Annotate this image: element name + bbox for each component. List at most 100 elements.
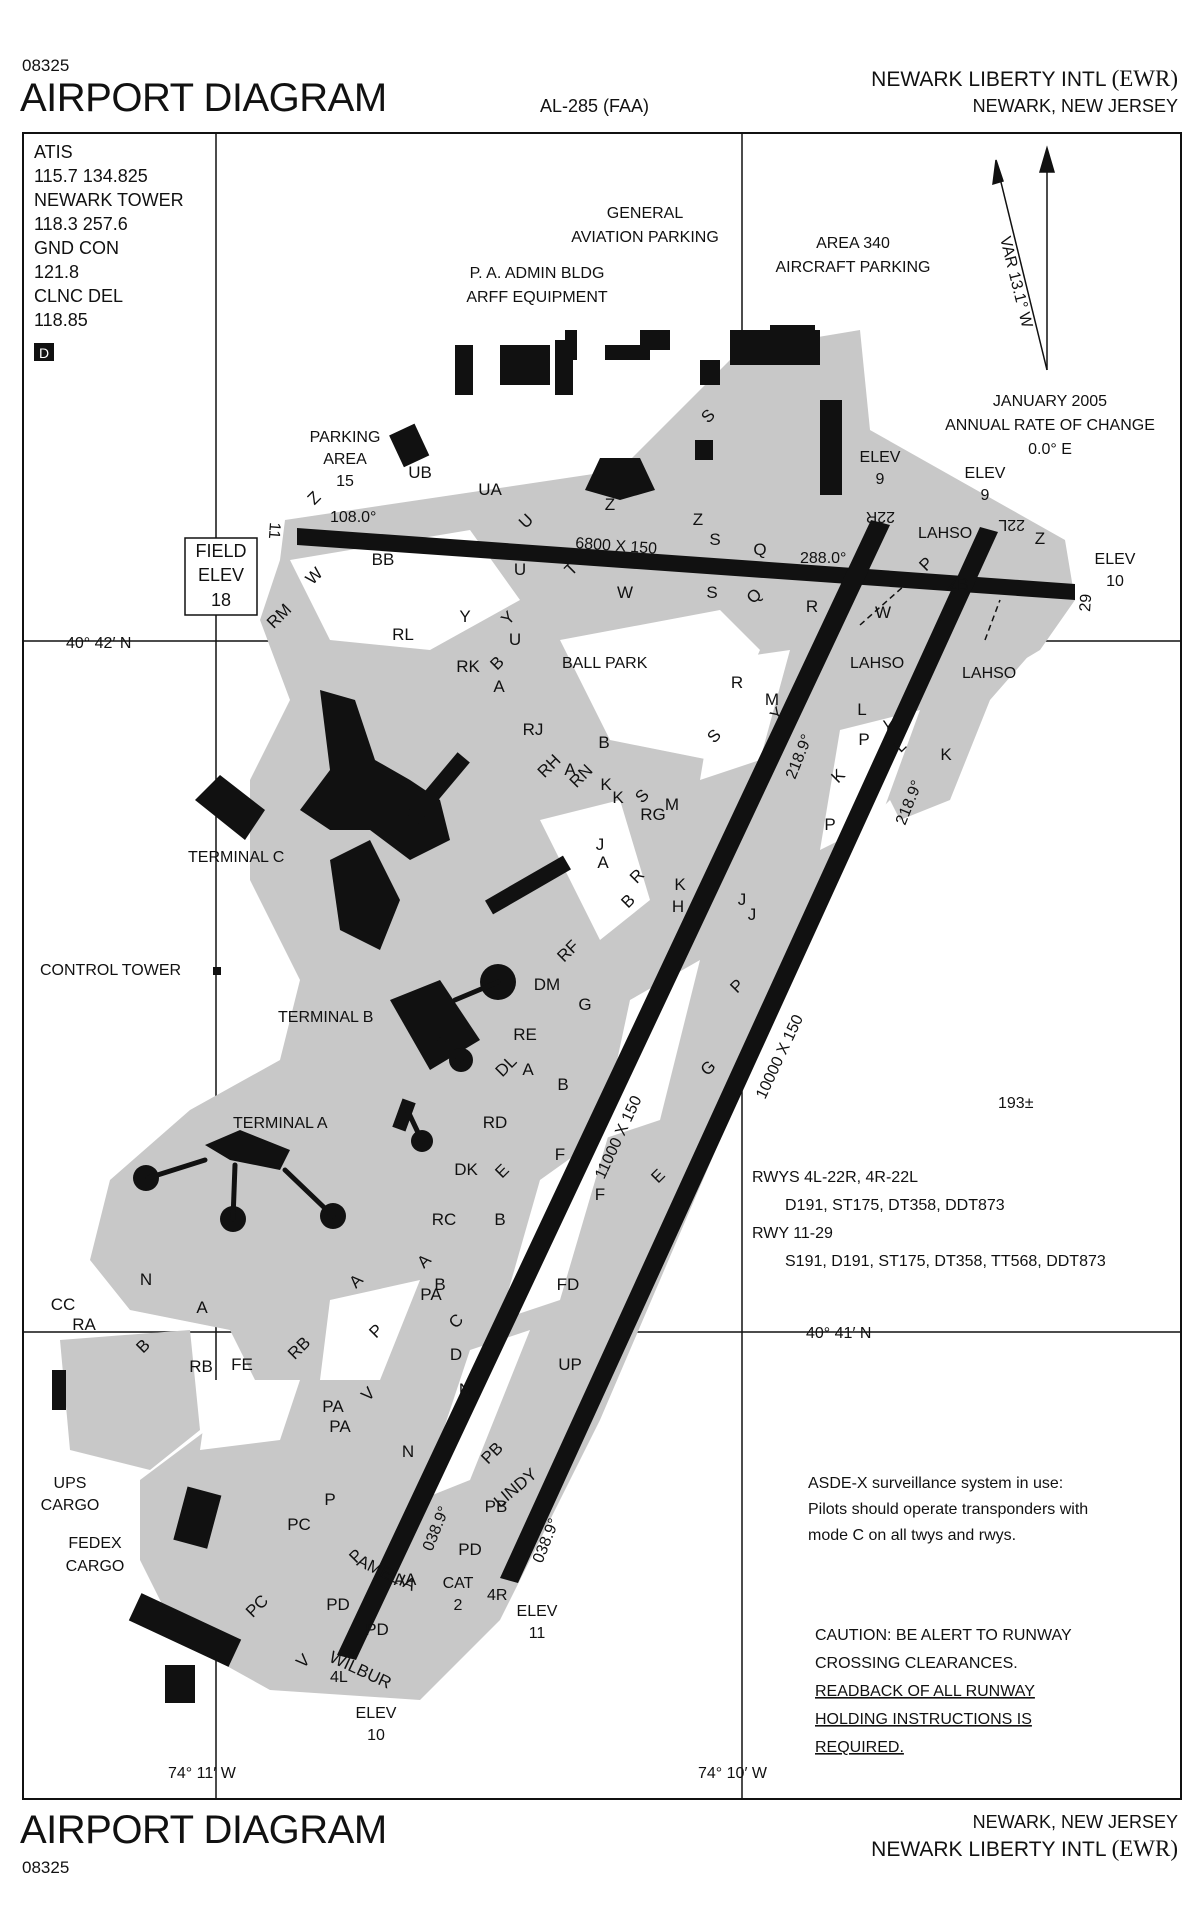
taxiway-label: P <box>824 815 835 834</box>
lat-south: 40° 41′ N <box>806 1325 871 1342</box>
taxiway-label: PA <box>329 1417 351 1436</box>
ups-label: CARGO <box>41 1497 100 1514</box>
taxiway-label: A <box>597 853 609 872</box>
taxiway-label: L <box>857 700 866 719</box>
taxiway-label: B <box>494 1210 505 1229</box>
taxiway-label: N <box>459 1380 471 1399</box>
ga-parking-label: GENERAL <box>607 205 684 222</box>
rwy-4l-end: 4L <box>330 1669 348 1686</box>
airport-city: NEWARK, NEW JERSEY <box>972 96 1178 116</box>
taxiway-label: RE <box>513 1025 537 1044</box>
rwy-strength: RWY 11-29 <box>752 1225 833 1242</box>
taxiway-label: Z <box>304 488 325 509</box>
doc-id: AL-285 (FAA) <box>540 96 650 116</box>
cat2-label: 2 <box>454 1597 463 1614</box>
taxiway-label: B <box>434 1275 445 1294</box>
footer-airport-name: NEWARK LIBERTY INTL (EWR) <box>871 1836 1178 1861</box>
lon-west: 74° 11′ W <box>168 1765 237 1782</box>
taxiway-label: BB <box>372 550 395 569</box>
taxiway-label: Z <box>693 510 703 529</box>
taxiway-label: UA <box>478 480 502 499</box>
taxiway-label: K <box>612 788 624 807</box>
taxiway-label: K <box>674 875 686 894</box>
freq-line: ATIS <box>34 142 73 162</box>
asde-note: mode C on all twys and rwys. <box>808 1527 1016 1544</box>
caution-note: HOLDING INSTRUCTIONS IS <box>815 1711 1032 1728</box>
field-elev-line: 18 <box>211 590 231 610</box>
taxiway-label: CC <box>51 1295 76 1314</box>
taxiway-label: J <box>738 890 747 909</box>
taxiway-label: G <box>578 995 591 1014</box>
taxiway-label: Z <box>605 495 615 514</box>
taxiway-label: UB <box>408 463 432 482</box>
rwy-22l-elev: 9 <box>981 487 990 504</box>
terminal-c-building <box>195 775 265 840</box>
ga-parking-label: AVIATION PARKING <box>571 229 719 246</box>
taxiway-label: RD <box>483 1113 508 1132</box>
rwy-29-end: 29 <box>1077 593 1095 612</box>
runways <box>297 520 1075 1660</box>
freq-line: 121.8 <box>34 262 79 282</box>
rwy-strength: RWYS 4L-22R, 4R-22L <box>752 1169 918 1186</box>
control-tower-marker <box>213 967 221 975</box>
caution-note: READBACK OF ALL RUNWAY <box>815 1683 1035 1700</box>
footer-chart-code: 08325 <box>22 1858 70 1877</box>
rwy-22r-end: 22R <box>866 508 895 525</box>
taxiway-label: ZB <box>947 575 969 594</box>
taxiway-label: F <box>555 1145 565 1164</box>
lahso-label: LAHSO <box>850 655 904 672</box>
freq-badge: D <box>39 345 49 361</box>
parking15-label: AREA <box>323 451 367 468</box>
footer-title: AIRPORT DIAGRAM <box>20 1808 387 1852</box>
rwy-29-elev: 10 <box>1106 573 1124 590</box>
page-title: AIRPORT DIAGRAM <box>20 76 387 120</box>
rwy-22r-elev: ELEV <box>860 449 901 466</box>
taxiway-label: Y <box>882 717 893 736</box>
lat-north: 40° 42′ N <box>66 635 131 652</box>
taxiway-label: N <box>402 1442 414 1461</box>
freq-line: 115.7 134.825 <box>34 166 148 186</box>
taxiway-label: Q <box>753 540 766 559</box>
rwy-11-29-hdg: 288.0° <box>800 550 846 567</box>
taxiway-label: PC <box>287 1515 311 1534</box>
taxiway-label: RJ <box>523 720 544 739</box>
terminal-b-label: TERMINAL B <box>278 1009 373 1026</box>
taxiway-label: A <box>493 677 505 696</box>
rwy-4r-elev: ELEV <box>517 1603 558 1620</box>
taxiway-label: Y <box>459 607 470 626</box>
var-epoch: 0.0° E <box>1028 441 1072 458</box>
labels: ATIS 115.7 134.825 NEWARK TOWER 118.3 25… <box>34 142 1155 1782</box>
taxiway-label: PD <box>365 1620 389 1639</box>
field-elev-line: FIELD <box>195 541 246 561</box>
pa-admin-label: ARFF EQUIPMENT <box>466 289 608 306</box>
taxiway-label: RC <box>432 1210 457 1229</box>
taxiway-label: S <box>709 530 720 549</box>
taxiway-label: J <box>748 905 757 924</box>
control-tower-label: CONTROL TOWER <box>40 962 181 979</box>
taxiway-label: PD <box>326 1595 350 1614</box>
taxiway-label: A <box>564 760 576 779</box>
rwy-22l-end: 22L <box>998 516 1025 533</box>
taxiway-label: N <box>140 1270 152 1289</box>
rwy-4r-elev: 11 <box>529 1625 546 1642</box>
taxiway-label: DK <box>454 1160 478 1179</box>
taxiway-label: F <box>595 1185 605 1204</box>
freq-line: 118.85 <box>34 310 88 330</box>
obstacle-label: 193± <box>998 1095 1034 1112</box>
terminal-b-building <box>390 980 480 1070</box>
arff-building <box>585 458 655 500</box>
freq-line: NEWARK TOWER <box>34 190 184 210</box>
var-epoch: JANUARY 2005 <box>993 393 1107 410</box>
rwy-29-elev: ELEV <box>1095 551 1136 568</box>
field-elev-line: ELEV <box>198 565 244 585</box>
taxiway-label: A <box>522 1060 534 1079</box>
rwy-4l-elev: ELEV <box>356 1705 397 1722</box>
rwy-4r-end: 4R <box>487 1587 507 1604</box>
taxiway-label: W <box>875 603 891 622</box>
asde-note: Pilots should operate transponders with <box>808 1501 1088 1518</box>
rwy-strength: D191, ST175, DT358, DDT873 <box>785 1197 1005 1214</box>
taxiway-label: AA <box>394 1570 417 1589</box>
taxiway-label: RL <box>392 625 414 644</box>
taxiway-label: D <box>450 1345 462 1364</box>
